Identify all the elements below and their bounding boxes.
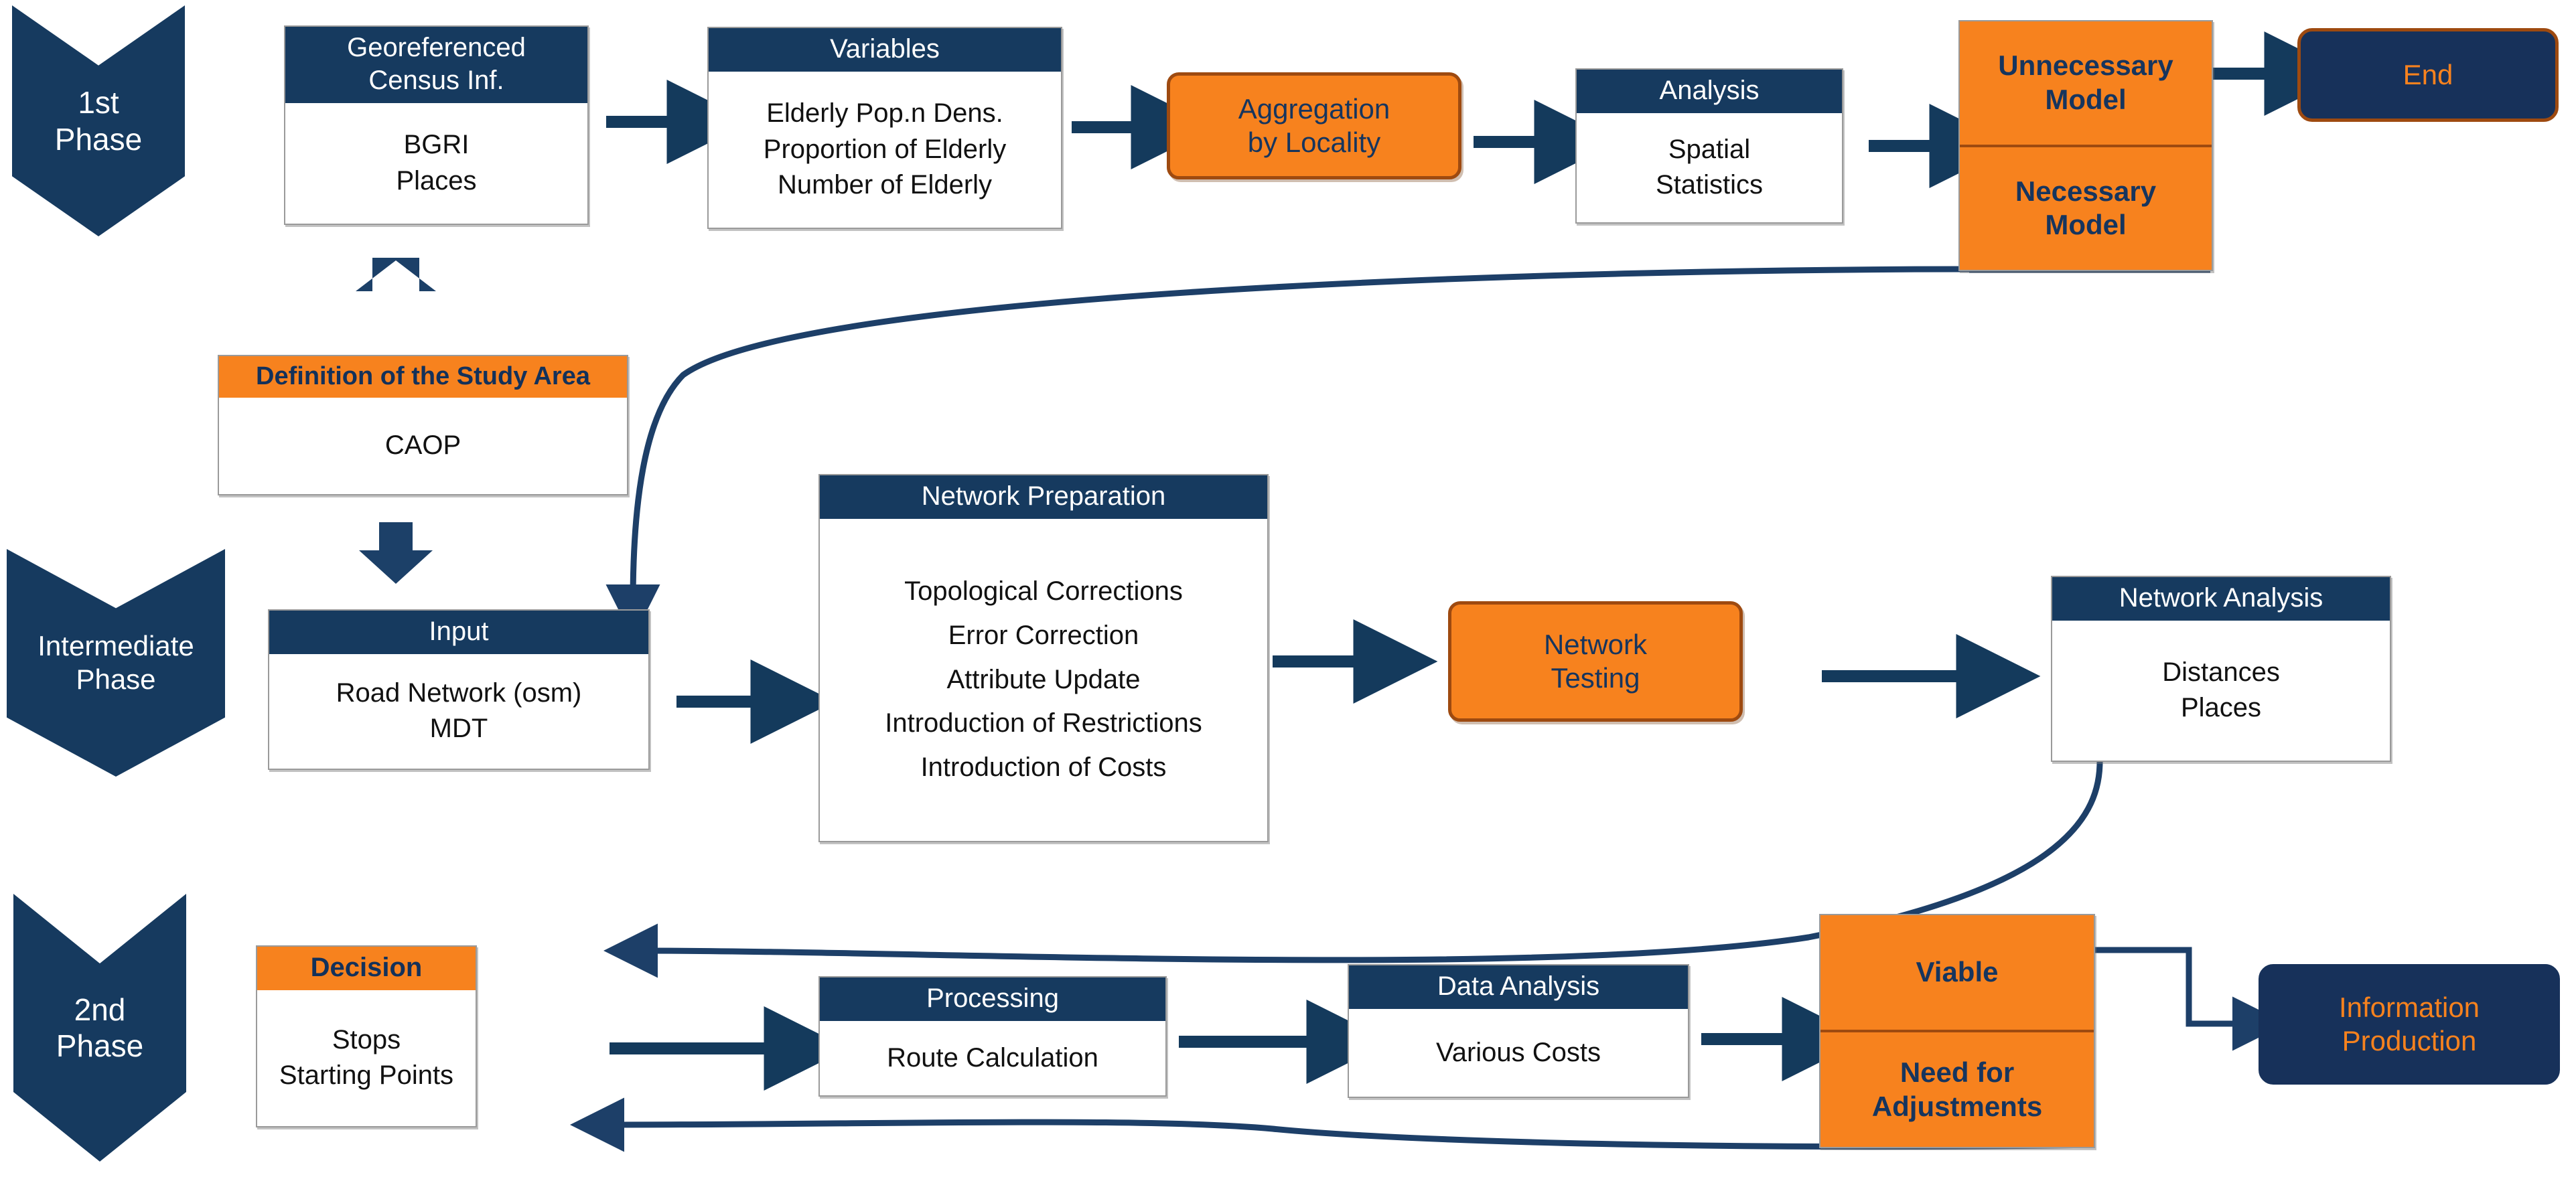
phase-intermediate-label-line2: Phase xyxy=(76,663,156,695)
node-analysis-body: Spatial Statistics xyxy=(1577,113,1842,222)
viability-option-viable[interactable]: Viable xyxy=(1916,956,1999,988)
netprep-item: Introduction of Restrictions xyxy=(885,708,1202,738)
netprep-item: Error Correction xyxy=(948,621,1139,650)
study-area-item: CAOP xyxy=(384,430,461,461)
node-end[interactable]: End xyxy=(2297,28,2559,122)
node-network-preparation-header: Network Preparation xyxy=(820,475,1267,519)
phase-2-label-line1: 2nd xyxy=(74,992,126,1027)
analysis-item: Spatial xyxy=(1668,134,1751,164)
node-network-preparation[interactable]: Network Preparation Topological Correcti… xyxy=(818,474,1269,842)
node-data-analysis-header: Data Analysis xyxy=(1349,965,1688,1009)
node-input-header: Input xyxy=(269,611,648,654)
phase-intermediate-label-line1: Intermediate xyxy=(38,630,194,662)
node-model-decision[interactable]: Unnecessary Model Necessary Model xyxy=(1958,20,2213,271)
node-processing-body: Route Calculation xyxy=(820,1021,1165,1095)
aggregation-line1: Aggregation xyxy=(1238,92,1390,125)
node-processing-header: Processing xyxy=(820,977,1165,1021)
input-item: MDT xyxy=(429,714,488,744)
network-analysis-item: Places xyxy=(2180,693,2262,723)
node-input-body: Road Network (osm) MDT xyxy=(269,654,648,769)
network-analysis-item: Distances xyxy=(2162,657,2280,687)
phase-chevron-2nd: 2nd Phase xyxy=(13,894,186,1162)
decision-item: Stops xyxy=(332,1024,401,1054)
arrow-studyarea-to-census xyxy=(356,258,436,291)
census-header-line2: Census Inf. xyxy=(368,65,504,95)
input-item: Road Network (osm) xyxy=(336,678,582,708)
node-data-analysis-body: Various Costs xyxy=(1349,1009,1688,1097)
information-production-line1: Information xyxy=(2338,991,2480,1023)
phase-1-label-line2: Phase xyxy=(54,121,143,157)
node-data-analysis[interactable]: Data Analysis Various Costs xyxy=(1348,964,1689,1098)
unnecessary-model-line2: Model xyxy=(2045,83,2127,115)
node-georeferenced-census[interactable]: Georeferenced Census Inf. BGRI Places xyxy=(284,25,589,225)
need-adjustments-line1: Need for xyxy=(1900,1056,2015,1089)
node-network-testing[interactable]: Network Testing xyxy=(1448,601,1743,722)
necessary-model-line1: Necessary xyxy=(2015,175,2157,207)
aggregation-line2: by Locality xyxy=(1247,127,1381,158)
network-testing-line1: Network xyxy=(1543,628,1648,660)
variables-item: Elderly Pop.n Dens. xyxy=(766,98,1003,128)
node-variables[interactable]: Variables Elderly Pop.n Dens. Proportion… xyxy=(707,27,1062,229)
node-viability-decision[interactable]: Viable Need for Adjustments xyxy=(1819,914,2095,1148)
node-study-area-body: CAOP xyxy=(219,398,627,494)
node-decision-header: Decision xyxy=(257,947,476,990)
arrow-viable-to-information-production xyxy=(2095,947,2287,1051)
census-header-line1: Georeferenced xyxy=(347,33,526,62)
node-variables-body: Elderly Pop.n Dens. Proportion of Elderl… xyxy=(709,72,1061,228)
model-option-necessary[interactable]: Necessary Model xyxy=(1960,144,2212,270)
node-network-analysis-header: Network Analysis xyxy=(2052,577,2390,621)
node-analysis-header: Analysis xyxy=(1577,70,1842,113)
census-item: Places xyxy=(396,165,477,195)
node-variables-header: Variables xyxy=(709,28,1061,72)
node-network-analysis-body: Distances Places xyxy=(2052,621,2390,761)
network-testing-line2: Testing xyxy=(1551,662,1640,694)
node-input[interactable]: Input Road Network (osm) MDT xyxy=(268,609,650,770)
node-network-preparation-body: Topological Corrections Error Correction… xyxy=(820,519,1267,841)
node-processing[interactable]: Processing Route Calculation xyxy=(818,976,1167,1097)
model-option-unnecessary[interactable]: Unnecessary Model xyxy=(1960,21,2212,145)
node-information-production[interactable]: Information Production xyxy=(2259,964,2560,1085)
node-study-area-header: Definition of the Study Area xyxy=(219,356,627,398)
phase-chevron-1st: 1st Phase xyxy=(12,5,185,236)
node-analysis[interactable]: Analysis Spatial Statistics xyxy=(1575,68,1843,224)
variables-item: Proportion of Elderly xyxy=(763,134,1007,164)
necessary-model-line2: Model xyxy=(2045,209,2127,241)
node-decision-body: Stops Starting Points xyxy=(257,990,476,1126)
viability-option-need-adjustments[interactable]: Need for Adjustments xyxy=(1820,1030,2094,1147)
phase-chevron-intermediate: Intermediate Phase xyxy=(7,549,225,777)
data-analysis-item: Various Costs xyxy=(1435,1037,1601,1067)
decision-item: Starting Points xyxy=(279,1060,454,1091)
node-network-analysis[interactable]: Network Analysis Distances Places xyxy=(2051,576,2391,762)
node-georeferenced-census-body: BGRI Places xyxy=(285,103,587,224)
unnecessary-model-line1: Unnecessary xyxy=(1998,50,2173,82)
arrow-studyarea-to-input xyxy=(359,522,433,584)
node-decision[interactable]: Decision Stops Starting Points xyxy=(256,945,477,1127)
end-label: End xyxy=(2403,58,2453,90)
node-aggregation-by-locality[interactable]: Aggregation by Locality xyxy=(1167,72,1461,179)
phase-2-label-line2: Phase xyxy=(56,1028,144,1063)
analysis-item: Statistics xyxy=(1655,170,1764,200)
netprep-item: Topological Corrections xyxy=(904,576,1183,607)
netprep-item: Attribute Update xyxy=(946,664,1141,694)
need-adjustments-line2: Adjustments xyxy=(1871,1090,2043,1122)
census-item: BGRI xyxy=(403,130,470,160)
node-study-area[interactable]: Definition of the Study Area CAOP xyxy=(218,355,628,495)
information-production-line2: Production xyxy=(2342,1025,2477,1056)
processing-item: Route Calculation xyxy=(887,1042,1098,1073)
phase-1-label-line1: 1st xyxy=(78,85,119,121)
variables-item: Number of Elderly xyxy=(777,170,993,200)
netprep-item: Introduction of Costs xyxy=(920,752,1167,782)
node-georeferenced-census-header: Georeferenced Census Inf. xyxy=(285,27,587,103)
